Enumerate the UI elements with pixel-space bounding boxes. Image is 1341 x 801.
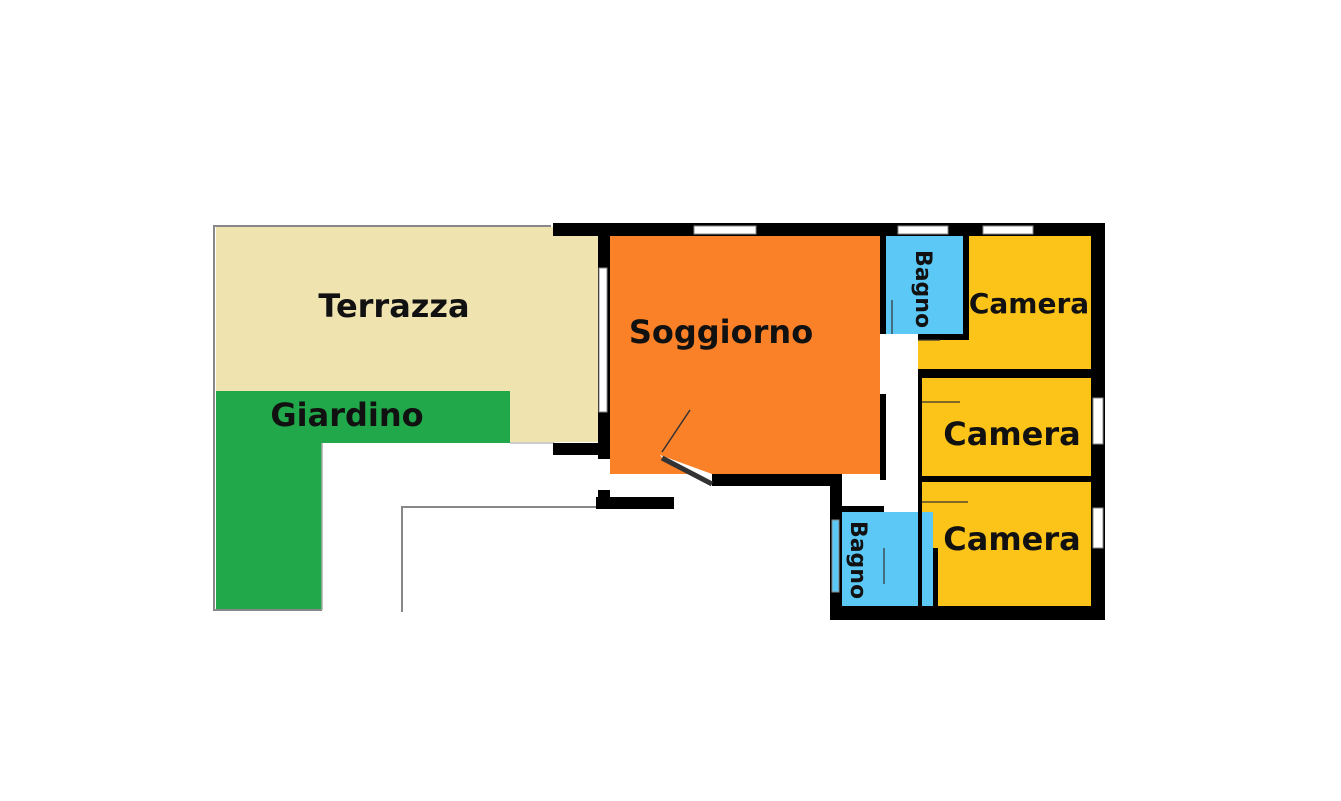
wall-entrance-post (598, 490, 610, 500)
label-bagno-2: Bagno (845, 521, 870, 599)
wall-bagno-1-right (963, 236, 969, 340)
giardino-area (216, 391, 510, 609)
wall-soggiorno-bottom-left (553, 443, 610, 455)
entrance-door-leaf (661, 409, 691, 453)
windows (598, 225, 1104, 593)
window-camera-3-right (1092, 507, 1104, 549)
label-bagno-1: Bagno (910, 250, 935, 328)
terrace-railing (213, 225, 551, 611)
wall-soggiorno-right-lower (880, 394, 886, 480)
wall-camera-2-bottom (918, 476, 1091, 482)
doors (660, 300, 968, 584)
label-camera-3: Camera (943, 520, 1081, 558)
bagno-1-area (886, 236, 963, 334)
label-giardino: Giardino (270, 396, 423, 434)
entrance-door-edge (660, 455, 714, 487)
wall-camera-3-left (918, 482, 922, 606)
window-bagno-1-top (897, 225, 949, 235)
label-terrazza: Terrazza (318, 287, 469, 325)
wall-soggiorno-bottom-right (712, 474, 842, 486)
label-soggiorno: Soggiorno (629, 313, 813, 351)
room-labels: Terrazza Giardino Soggiorno Bagno Camera… (270, 250, 1089, 599)
wall-bagno-2-right (933, 548, 938, 606)
window-soggiorno-top (693, 225, 757, 235)
window-camera-2-right (1092, 397, 1104, 445)
window-soggiorno-left (598, 267, 608, 413)
label-camera-2: Camera (943, 415, 1081, 453)
outdoor-area (213, 225, 602, 612)
wall-soggiorno-right (880, 236, 886, 334)
wall-entrance (596, 497, 674, 509)
window-camera-1-top (982, 225, 1034, 235)
camera-3-area (918, 482, 1091, 606)
label-camera-1: Camera (969, 287, 1089, 320)
camera-2-area (922, 378, 1091, 476)
wall-bottom (830, 606, 1105, 620)
wall-bagno-2-top (842, 506, 884, 512)
wall-bagno-1-bottom (918, 334, 969, 340)
camera-1-extension (918, 340, 1091, 369)
bagno-2-white-gap (840, 512, 880, 548)
wall-camera-2-left (918, 378, 922, 476)
window-bagno-2-left (831, 519, 840, 593)
wall-top (553, 223, 1105, 236)
soggiorno-area (610, 236, 880, 474)
wall-camera-1-bottom (918, 369, 1091, 378)
walkway-edge (401, 506, 600, 612)
